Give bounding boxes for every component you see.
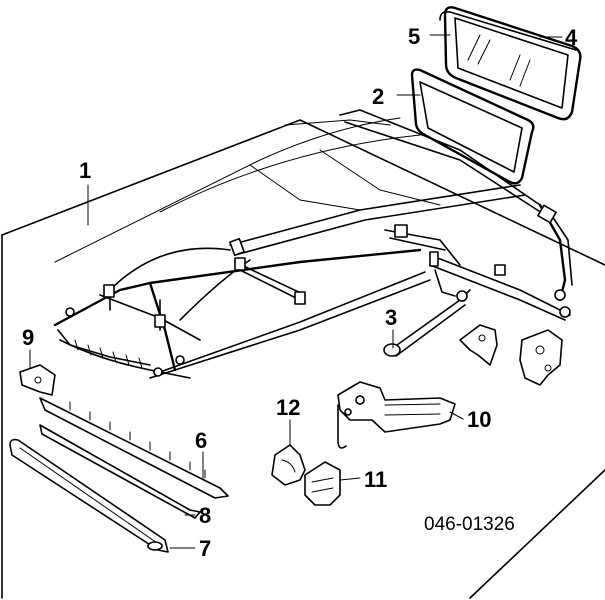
assembly-box-outline	[1, 119, 605, 599]
leader-lines	[29, 34, 563, 549]
callout-6: 6	[195, 428, 207, 453]
callout-5: 5	[408, 24, 420, 49]
hinge-bracket-right	[519, 329, 563, 386]
diagram-part-number: 046-01326	[424, 514, 515, 535]
callout-11: 11	[364, 467, 387, 492]
callout-7: 7	[199, 536, 211, 561]
callout-4: 4	[565, 25, 578, 50]
front-bracket	[19, 364, 56, 396]
header-trim	[39, 424, 201, 519]
callout-8: 8	[199, 503, 211, 528]
callout-10: 10	[467, 407, 491, 432]
retaining-clip	[271, 444, 306, 486]
rear-window-frame	[410, 68, 535, 185]
top-frame-assembly	[53, 109, 573, 379]
callout-1: 1	[79, 158, 91, 183]
callout-labels: 1 2 3 4 5 6 7 8 9 10 11 12	[22, 24, 578, 561]
rear-glass	[443, 6, 582, 121]
support-strut	[383, 269, 471, 357]
latch-handle	[337, 381, 456, 449]
callout-2: 2	[372, 84, 384, 109]
callout-3: 3	[385, 305, 397, 330]
header-weatherstrip	[9, 438, 169, 553]
callout-9: 9	[22, 325, 34, 350]
latch-striker	[304, 461, 341, 506]
weatherstrip-seal	[439, 10, 577, 51]
hinge-bracket-left	[459, 324, 498, 366]
header-seal-strip	[39, 397, 229, 499]
callout-12: 12	[276, 395, 300, 420]
